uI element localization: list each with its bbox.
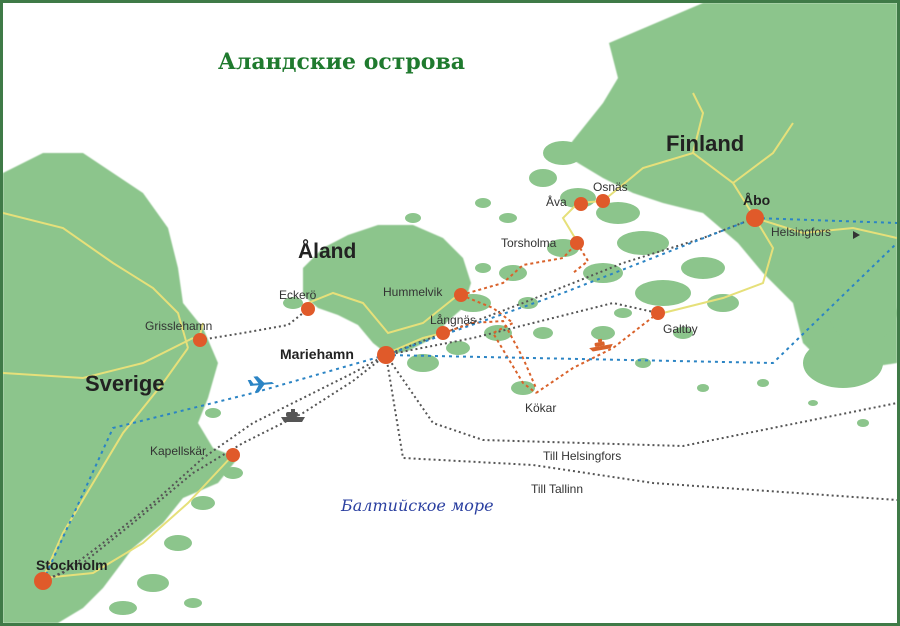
dot-torsholma — [570, 236, 584, 250]
region-sweden: Sverige — [85, 371, 165, 396]
finland-land — [563, 3, 897, 373]
sea-label: Балтийское море — [340, 496, 494, 515]
label-grisslehamn: Grisslehamn — [145, 319, 212, 333]
region-aland: Åland — [298, 239, 356, 263]
swedish-islets — [109, 408, 243, 615]
dot-eckero — [301, 302, 315, 316]
dot-stockholm — [34, 572, 52, 590]
dot-ava — [574, 197, 588, 211]
label-abo: Åbo — [743, 192, 770, 208]
label-kapellskar: Kapellskär — [150, 444, 206, 458]
finnish-archipelago — [455, 141, 897, 427]
label-helsingfors: Helsingfors — [771, 225, 831, 239]
dot-abo — [746, 209, 764, 227]
label-ava: Åva — [546, 194, 567, 209]
label-galtby: Galtby — [663, 322, 698, 336]
arrow-right-icon — [853, 231, 860, 239]
city-dots — [34, 194, 764, 590]
ferry-routes — [42, 217, 897, 582]
map-title: Аландские острова — [218, 49, 465, 75]
aland-land — [303, 225, 471, 355]
label-osnas: Osnäs — [593, 180, 628, 194]
flight-routes — [42, 217, 897, 582]
route-till-helsingfors: Till Helsingfors — [543, 449, 621, 463]
dot-osnas — [596, 194, 610, 208]
dot-hummelvik — [454, 288, 468, 302]
label-stockholm: Stockholm — [36, 557, 108, 573]
dot-grisslehamn — [193, 333, 207, 347]
region-finland: Finland — [666, 131, 744, 156]
label-mariehamn: Mariehamn — [280, 346, 354, 362]
aland-islets — [283, 213, 491, 372]
label-kokar: Kökar — [525, 401, 556, 415]
roads — [3, 92, 897, 579]
aland-map: Аландские острова Балтийское море Sverig… — [3, 3, 897, 623]
dot-kapellskar — [226, 448, 240, 462]
dot-galtby — [651, 306, 665, 320]
route-till-tallinn: Till Tallinn — [531, 482, 583, 496]
dot-mariehamn — [377, 346, 395, 364]
label-hummelvik: Hummelvik — [383, 285, 443, 299]
label-eckero: Eckerö — [279, 288, 317, 302]
local-ferry-icon — [589, 338, 613, 352]
dot-langnas — [436, 326, 450, 340]
sweden-land — [3, 153, 238, 623]
plane-icon — [247, 376, 275, 393]
local-ferry-routes — [442, 242, 659, 394]
label-torsholma: Torsholma — [501, 236, 557, 250]
ferry-icon — [281, 409, 305, 422]
label-langnas: Långnäs — [430, 313, 476, 327]
